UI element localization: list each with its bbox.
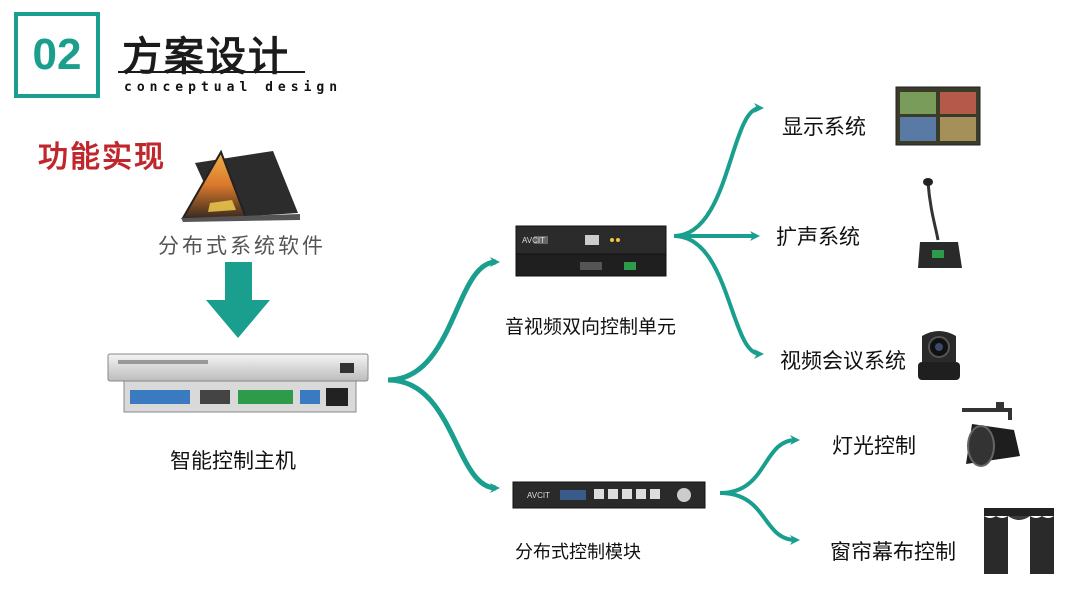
- laptop-icon: [181, 149, 300, 222]
- av-control-unit-device: AVCIT: [515, 225, 667, 277]
- node-label-audio: 扩声系统: [776, 225, 860, 249]
- node-label-curtain: 窗帘幕布控制: [830, 540, 956, 564]
- dist-control-module-device: AVCIT: [512, 481, 706, 509]
- node-label-video-conf: 视频会议系统: [780, 349, 906, 373]
- connector-av-to-video: [673, 234, 764, 359]
- node-label-av-unit: 音视频双向控制单元: [505, 316, 677, 338]
- connector-host-to-av: [387, 257, 500, 383]
- page-subtitle: conceptual design: [124, 80, 343, 95]
- display-wall-icon: [895, 86, 981, 146]
- node-label-dist-module: 分布式控制模块: [515, 542, 641, 563]
- section-number-box: 02: [14, 12, 100, 98]
- ptz-camera-icon: [918, 331, 960, 380]
- connector-host-to-dist: [387, 377, 500, 493]
- section-heading: 功能实现: [38, 140, 166, 175]
- node-label-host: 智能控制主机: [170, 449, 296, 473]
- connector-av-to-display: [673, 103, 764, 238]
- node-label-display: 显示系统: [782, 115, 866, 139]
- device-brand-av: AVCIT: [522, 236, 545, 245]
- microphone-icon: [918, 178, 962, 268]
- node-label-lighting: 灯光控制: [832, 434, 916, 458]
- node-label-software: 分布式系统软件: [158, 234, 326, 258]
- connector-dist-to-curtain: [719, 491, 800, 545]
- down-arrow-icon: [206, 262, 270, 338]
- device-brand-dist: AVCIT: [527, 491, 550, 500]
- control-host-device: [107, 353, 369, 413]
- connector-dist-to-lighting: [719, 435, 800, 495]
- spotlight-icon: [962, 402, 1020, 467]
- curtain-icon: [984, 508, 1054, 574]
- section-number: 02: [32, 30, 82, 79]
